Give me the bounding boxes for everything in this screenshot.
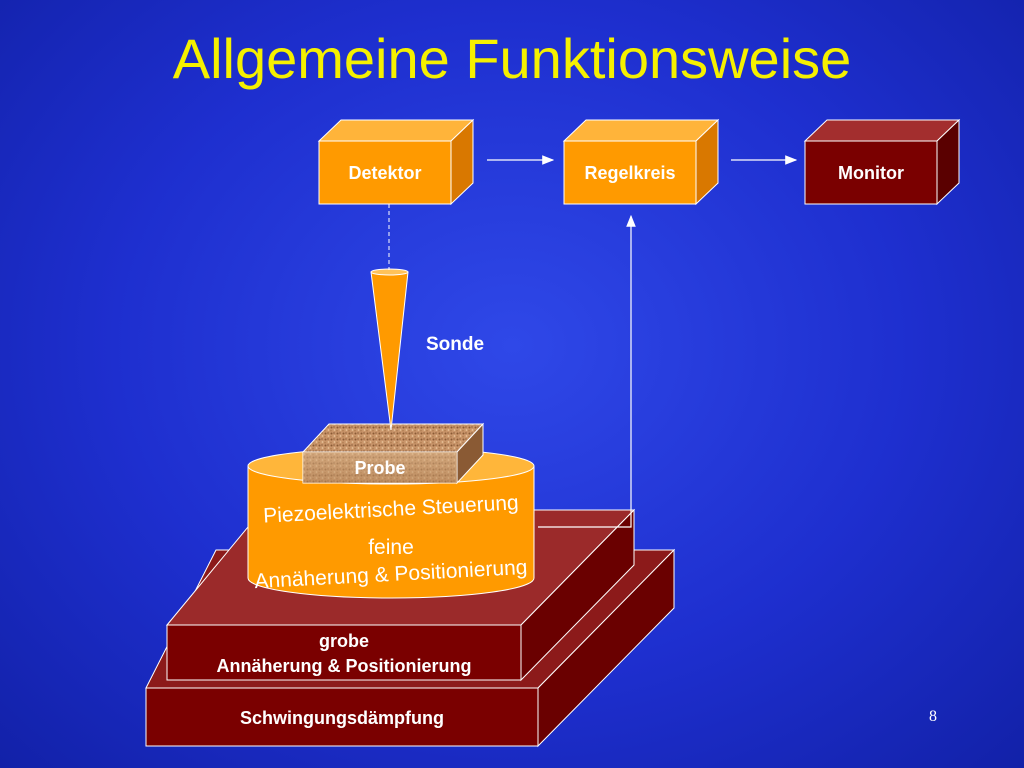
slide-title: Allgemeine Funktionsweise xyxy=(172,27,852,90)
sonde-label: Sonde xyxy=(425,334,485,355)
piezo-label-line2: feine xyxy=(368,536,414,559)
probe-tip-cone xyxy=(370,268,409,431)
page-number: 8 xyxy=(929,708,937,725)
regelkreis-box xyxy=(562,118,720,206)
feedback-line xyxy=(538,214,636,528)
detektor-box xyxy=(317,118,475,206)
base-label: Schwingungsdämpfung xyxy=(240,708,444,728)
grobe-label-line2: Annäherung & Positionierung xyxy=(216,656,472,676)
probe-block xyxy=(301,422,485,485)
monitor-box xyxy=(803,118,961,206)
detektor-label: Detektor xyxy=(348,163,422,183)
probe-label: Probe xyxy=(354,458,406,478)
monitor-label: Monitor xyxy=(838,163,904,183)
grobe-label-line1: grobe xyxy=(318,631,369,651)
regelkreis-label: Regelkreis xyxy=(584,163,676,183)
